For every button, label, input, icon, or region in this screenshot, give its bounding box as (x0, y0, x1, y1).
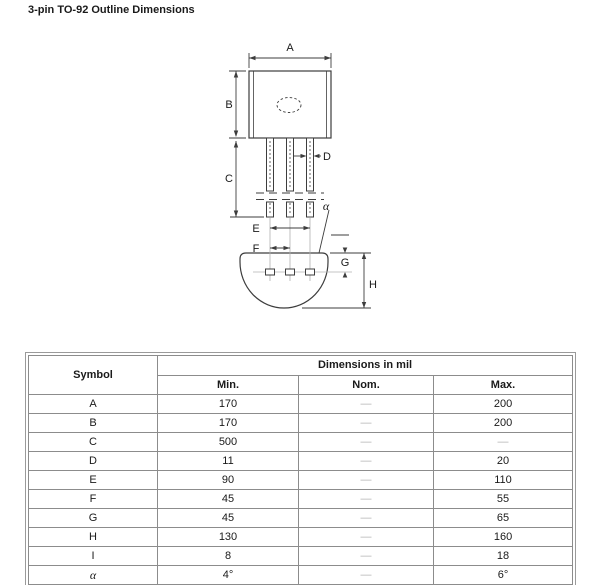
table-row: D 11 — 20 (28, 451, 574, 471)
marking-ellipse (276, 97, 302, 113)
dimension-labels: A B C D E F α G H (225, 42, 377, 291)
dimension-label-e: E (252, 223, 259, 235)
leads-lower (266, 201, 314, 218)
max-column-header: Max. (432, 375, 574, 395)
package-front-view (248, 70, 332, 218)
table-row: B 170 — 200 (28, 413, 574, 433)
table-row: I 8 — 18 (28, 546, 574, 566)
symbol-cell: I (28, 546, 158, 566)
symbol-cell: α (28, 565, 158, 585)
max-cell: 200 (432, 413, 574, 433)
symbol-cell: F (28, 489, 158, 509)
dimension-arrowheads (233, 55, 367, 308)
nom-column-header: Nom. (298, 375, 434, 395)
to92-outline-drawing: A B C D E F α G H (225, 42, 377, 309)
nom-cell: — (298, 432, 434, 452)
symbol-cell: H (28, 527, 158, 547)
dimension-label-alpha: α (323, 199, 330, 213)
lead-cross-sections (265, 268, 315, 276)
symbol-column-header: Symbol (28, 355, 158, 395)
dimension-label-d: D (323, 151, 331, 163)
dimension-label-h: H (369, 279, 377, 291)
max-cell: — (432, 432, 574, 452)
max-cell: 55 (432, 489, 574, 509)
min-cell: 11 (157, 451, 299, 471)
max-cell: 20 (432, 451, 574, 471)
min-cell: 4° (157, 565, 299, 585)
min-cell: 90 (157, 470, 299, 490)
nom-cell: — (298, 565, 434, 585)
nom-cell: — (298, 527, 434, 547)
nom-cell: — (298, 470, 434, 490)
max-cell: 200 (432, 394, 574, 414)
nom-cell: — (298, 489, 434, 509)
nom-cell: — (298, 394, 434, 414)
table-row: A 170 — 200 (28, 394, 574, 414)
table-row: C 500 — — (28, 432, 574, 452)
nom-cell: — (298, 546, 434, 566)
min-cell: 170 (157, 394, 299, 414)
dimension-annotations (229, 53, 371, 309)
max-cell: 6° (432, 565, 574, 585)
min-cell: 500 (157, 432, 299, 452)
table-row: H 130 — 160 (28, 527, 574, 547)
table-row: α 4° — 6° (28, 565, 574, 585)
table-row: G 45 — 65 (28, 508, 574, 528)
table-header-row: Symbol Dimensions in mil (28, 355, 574, 395)
min-cell: 45 (157, 508, 299, 528)
min-cell: 8 (157, 546, 299, 566)
nom-cell: — (298, 508, 434, 528)
symbol-cell: A (28, 394, 158, 414)
symbol-cell: D (28, 451, 158, 471)
symbol-cell: E (28, 470, 158, 490)
dimension-label-f: F (253, 243, 260, 255)
leads-upper (266, 137, 314, 192)
dimensions-table: Symbol Dimensions in mil Min. Nom. Max. … (24, 352, 577, 585)
package-bottom-view (239, 218, 352, 309)
dimension-label-a: A (286, 42, 294, 54)
lead-break-marks (256, 192, 324, 200)
bottom-body-outline (239, 252, 329, 309)
max-cell: 65 (432, 508, 574, 528)
package-body (248, 70, 332, 139)
page-title: 3-pin TO-92 Outline Dimensions (28, 4, 195, 16)
dimension-label-g: G (341, 257, 350, 269)
symbol-cell: B (28, 413, 158, 433)
symbol-cell: G (28, 508, 158, 528)
min-cell: 45 (157, 489, 299, 509)
min-column-header: Min. (157, 375, 299, 395)
min-cell: 130 (157, 527, 299, 547)
max-cell: 18 (432, 546, 574, 566)
symbol-cell: C (28, 432, 158, 452)
dimensions-group-header: Dimensions in mil (156, 355, 574, 376)
dimension-label-b: B (225, 99, 232, 111)
nom-cell: — (298, 451, 434, 471)
max-cell: 110 (432, 470, 574, 490)
nom-cell: — (298, 413, 434, 433)
table-row: E 90 — 110 (28, 470, 574, 490)
dimension-label-c: C (225, 173, 233, 185)
table-row: F 45 — 55 (28, 489, 574, 509)
max-cell: 160 (432, 527, 574, 547)
min-cell: 170 (157, 413, 299, 433)
